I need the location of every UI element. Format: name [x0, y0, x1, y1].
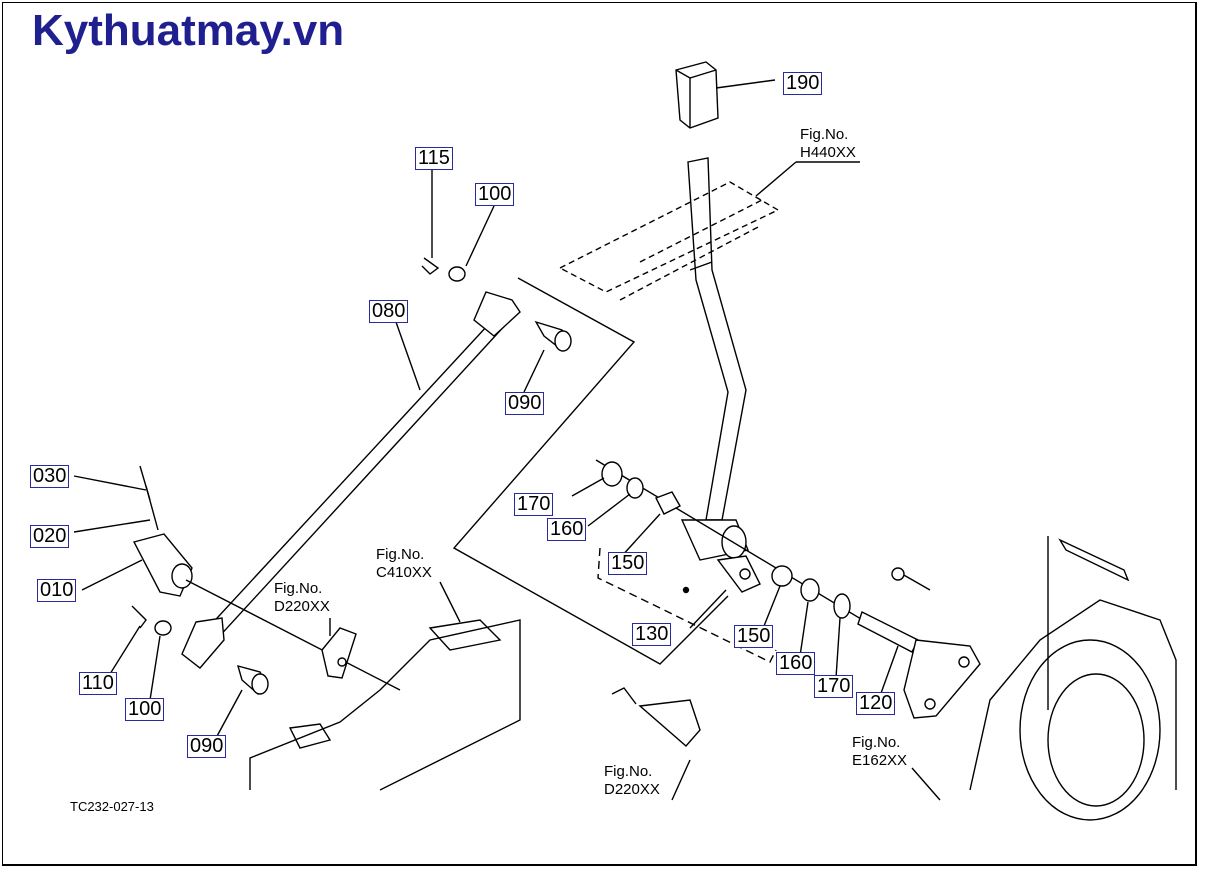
part-number-160-right[interactable]: 160 [776, 652, 816, 675]
part-number-120[interactable]: 120 [856, 692, 896, 715]
fig-code: H440XX [800, 144, 856, 161]
brand-title: Kythuatmay.vn [32, 6, 345, 55]
diagram-code: TC232-027-13 [70, 799, 154, 814]
part-number-170-left[interactable]: 170 [514, 493, 554, 516]
part-number-100-upper[interactable]: 100 [475, 183, 515, 206]
fig-label: Fig.No. [376, 546, 425, 563]
diagram-frame [2, 2, 1197, 866]
part-number-190[interactable]: 190 [783, 72, 823, 95]
fig-ref-h440[interactable]: Fig.No. H440XX [800, 126, 856, 162]
fig-label: Fig.No. [852, 734, 901, 751]
fig-ref-e162[interactable]: Fig.No. E162XX [852, 734, 907, 770]
fig-ref-c410[interactable]: Fig.No. C410XX [376, 546, 432, 582]
part-number-115[interactable]: 115 [415, 147, 453, 170]
part-number-090-lower[interactable]: 090 [187, 735, 227, 758]
fig-label: Fig.No. [274, 580, 323, 597]
fig-ref-d220-left[interactable]: Fig.No. D220XX [274, 580, 330, 616]
fig-code: D220XX [604, 781, 660, 798]
part-number-030[interactable]: 030 [30, 465, 70, 488]
part-number-150-left[interactable]: 150 [608, 552, 648, 575]
part-number-150-right[interactable]: 150 [734, 625, 774, 648]
part-number-170-right[interactable]: 170 [814, 675, 854, 698]
clevis-pin-upper [534, 320, 572, 352]
part-number-100-lower[interactable]: 100 [125, 698, 165, 721]
part-number-080[interactable]: 080 [369, 300, 409, 323]
part-number-090-upper[interactable]: 090 [505, 392, 545, 415]
fig-ref-d220-right[interactable]: Fig.No. D220XX [604, 763, 660, 799]
fig-code: C410XX [376, 564, 432, 581]
pedal-arm [680, 157, 761, 594]
part-number-110[interactable]: 110 [79, 672, 117, 695]
fig-label: Fig.No. [800, 126, 849, 143]
part-number-160-left[interactable]: 160 [547, 518, 587, 541]
cross-shaft [857, 611, 981, 719]
lever-arm [132, 465, 193, 597]
part-number-130[interactable]: 130 [632, 623, 672, 646]
rod [181, 291, 521, 669]
part-number-020[interactable]: 020 [30, 525, 70, 548]
fig-code: E162XX [852, 752, 908, 769]
pedal-bracket [558, 181, 780, 301]
part-number-010[interactable]: 010 [37, 579, 77, 602]
fig-code: D220XX [274, 598, 330, 615]
fig-label: Fig.No. [604, 763, 653, 780]
clevis-pin-lower [236, 664, 269, 696]
pedal-pad [675, 61, 776, 129]
transmission-housing [249, 536, 1177, 821]
